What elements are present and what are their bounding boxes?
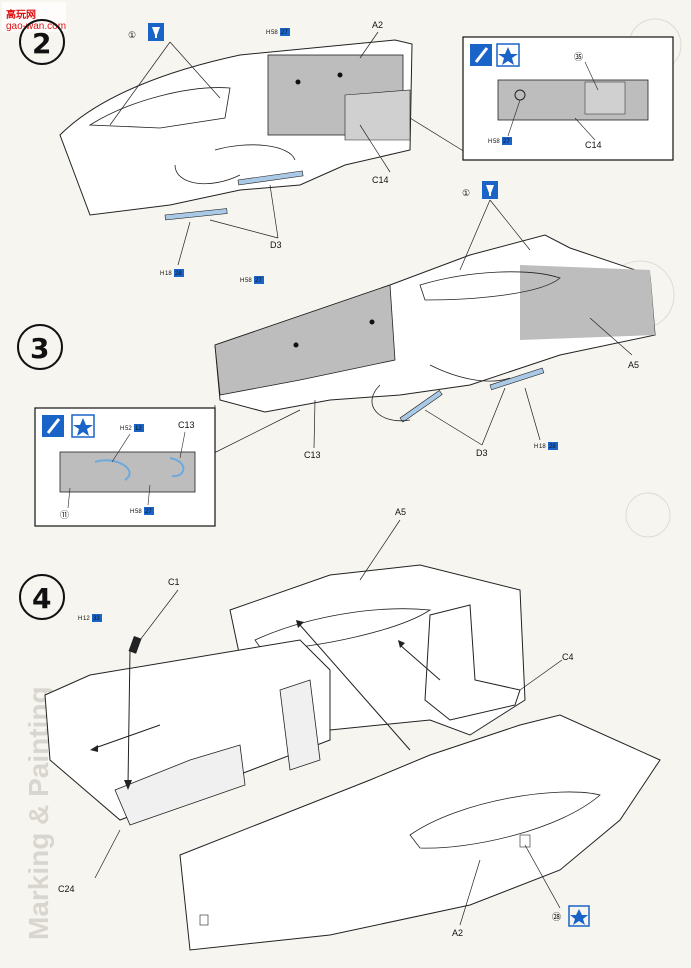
part-c1 [128,636,142,654]
label-d3-step2: D3 [270,240,282,250]
step-4: 4 C1 A5 C4 C24 A2 [19,507,661,951]
star-icon-step4 [568,905,590,927]
star-icon-step3 [71,414,95,438]
seat-front [114,744,246,826]
svg-text:27: 27 [255,278,262,284]
step-4-circle [19,574,65,620]
svg-text:33: 33 [93,616,100,622]
d3-rod-4 [489,367,545,391]
fuselage-half-a2-step4 [179,714,661,951]
paint-code-4: H 52 12 [120,424,144,432]
svg-text:H: H [130,509,134,515]
svg-text:27: 27 [281,30,288,36]
paint-code-1: H 58 27 [488,137,512,145]
watermark-title: 高玩网 [6,8,36,21]
seat-rear [279,679,321,771]
svg-text:H: H [240,278,244,284]
step-3-circle [17,324,63,370]
paint-code-3: H 58 27 [240,276,264,284]
d3-rod-3 [399,390,443,423]
svg-text:58: 58 [493,139,500,145]
marker-1-step2: ① [128,30,136,40]
inset-step3: C13 H 52 12 H 58 27 ⑪ [34,407,216,527]
canopy-outline-step2 [88,87,231,129]
label-a5-step3: A5 [628,360,639,370]
svg-text:H: H [266,30,270,36]
inset-c13-detail [59,451,196,493]
label-c4: C4 [562,652,574,662]
marker-35: ㉟ [574,52,583,62]
paint-code-7: H 12 33 [78,614,102,622]
sidewall-detail [344,89,411,141]
svg-text:H: H [160,271,164,277]
svg-text:12: 12 [135,426,142,432]
svg-text:58: 58 [135,509,142,515]
star-icon-step2 [496,43,520,67]
label-d3-step3: D3 [476,448,488,458]
a5-shaded-area [520,265,655,340]
label-c1: C1 [168,577,180,587]
label-a5-step4: A5 [395,507,406,517]
cockpit-tub [44,639,331,821]
step-3: 3 ① A5 C13 D3 H 58 27 H [17,181,656,527]
svg-text:27: 27 [145,509,152,515]
inset-step2: ㉟ C14 H 58 27 [462,36,674,161]
svg-text:27: 27 [503,139,510,145]
svg-text:H: H [120,426,124,432]
svg-text:58: 58 [245,278,252,284]
label-c13-main: C13 [304,450,321,460]
paint-code-6: H 18 28 [534,442,558,450]
svg-text:28: 28 [549,444,556,450]
svg-text:58: 58 [271,30,278,36]
svg-text:52: 52 [125,426,132,432]
step-4-number: 4 [32,582,51,615]
cockpit-wall-step3 [214,284,396,396]
svg-text:H: H [488,139,492,145]
marker-11: ⑪ [60,510,69,520]
svg-text:12: 12 [83,616,90,622]
d3-rod-2 [164,208,228,221]
label-c13-inset: C13 [178,420,195,430]
label-a2-bottom: A2 [452,928,463,938]
step-3-number: 3 [30,332,49,365]
svg-text:H: H [534,444,538,450]
step-2-number: 2 [32,27,51,60]
svg-text:H: H [78,616,82,622]
marker-28: ㉘ [552,912,561,922]
step-2: 2 ① A2 C14 D3 H 58 [19,19,674,277]
svg-text:18: 18 [539,444,546,450]
watermark-logo: 高玩网 gao-wan.com [2,2,66,32]
d3-rod-1 [237,170,304,186]
paint-code-2: H 18 28 [160,269,184,277]
marker-1-step3: ① [462,188,470,198]
svg-text:28: 28 [175,271,182,277]
paint-code-5: H 58 27 [130,507,154,515]
label-c14-main: C14 [372,175,389,185]
label-a2-top: A2 [372,20,383,30]
step-2-circle [19,19,65,65]
svg-text:18: 18 [165,271,172,277]
paint-code-0: H 58 27 [266,28,290,36]
label-c24: C24 [58,884,75,894]
watermark-sub: gao-wan.com [6,21,66,32]
label-c14-inset: C14 [585,140,602,150]
bulkhead-c4 [424,604,521,721]
